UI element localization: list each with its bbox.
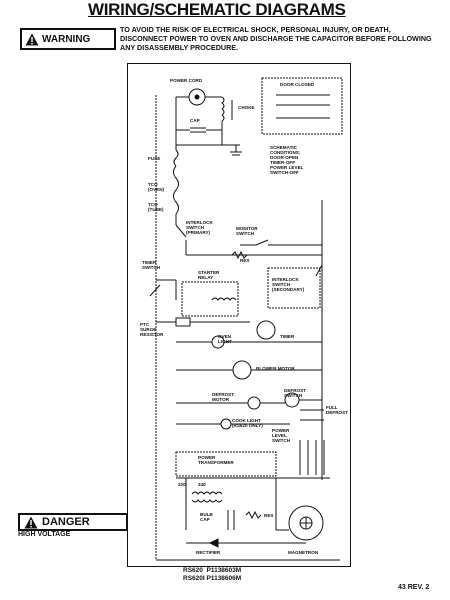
relay-coil-icon [211,297,237,301]
label-power-transformer: POWER TRANSFORMER [198,455,234,465]
label-choke: CHOKE [238,105,255,110]
model-numbers: RS620 P1138603M RS620I P1138606M [183,567,242,582]
door-closed-inset [261,77,343,135]
tco-tube-icon [173,189,179,215]
blower-motor-icon [232,360,252,380]
danger-triangle-icon [24,516,38,528]
resistor-icon [231,250,248,260]
label-oven-light: OVEN LIGHT [218,334,232,344]
label-interlock-primary: INTERLOCK SWITCH (PRIMARY) [186,220,213,235]
label-full-defrost: FULL DEFROST [326,405,348,415]
timer-switch-icon [149,284,161,297]
interlock-secondary-switch-icon [315,264,323,277]
label-defrost-switch: DEFROST SWITCH [284,388,306,398]
label-blower-motor: BLOWER MOTOR [256,366,295,371]
label-res: RES [240,258,250,263]
label-220: 220 [178,482,186,487]
label-magnetron: MAGNETRON [288,550,319,555]
timer-motor-icon [256,320,276,340]
danger-label: DANGER [42,516,90,528]
label-rectifier: RECTIFIER [196,550,221,555]
label-power-level-switch: POWER LEVEL SWITCH [272,428,291,443]
fuse-icon [173,149,179,167]
label-timer: TIMER [280,334,295,339]
defrost-motor-icon [247,396,261,410]
power-cord-plug-icon [176,88,222,106]
page-title: WIRING/SCHEMATIC DIAGRAMS [88,0,346,19]
page-number: 43 REV. 2 [398,584,430,591]
label-cook-light: COOK LIGHT (RS620 ONLY) [232,418,263,428]
choke-coil-icon [221,96,225,122]
label-schematic-conditions: SCHEMATIC CONDITIONS: DOOR-OPEN TIMER-OF… [270,145,304,175]
label-tco-oven: TCO (OVEN) [148,182,165,192]
label-res-2: RES [264,513,274,518]
monitor-switch-icon [255,239,269,246]
label-interlock-secondary: INTERLOCK SWITCH (SECONDARY) [272,277,305,292]
schematic-frame [127,63,351,567]
ground-icon [230,145,242,156]
rectifier-icon [186,538,240,548]
label-ptc-surge: PTC SURGE RESISTOR [140,322,164,337]
transformer-primary-coil-icon [191,491,223,495]
cap-icon [176,127,222,133]
starter-relay-box [181,281,239,317]
warning-badge: WARNING [20,28,116,50]
label-power-cord: POWER CORD [170,78,203,83]
high-voltage-label: HIGH VOLTAGE [18,531,71,538]
label-fuse: FUSE [148,156,161,161]
ptc-resistor-icon [175,317,191,327]
danger-badge: DANGER [18,513,128,531]
tco-oven-icon [173,165,179,191]
label-240: 240 [198,482,206,487]
interlock-primary-switch-icon [175,224,187,238]
warning-label: WARNING [42,33,91,45]
label-timer-switch: TIMER SWITCH [142,260,161,270]
warning-triangle-icon [25,33,39,45]
label-defrost-motor: DEFROST MOTOR [212,392,234,402]
label-starter-relay: STARTER RELAY [198,270,220,280]
label-bulb-cap: BULB CAP [200,512,213,522]
cook-light-icon [220,418,232,430]
label-door-closed: DOOR CLOSED [280,82,315,87]
power-transformer-box [175,451,277,477]
label-cap: CAP [190,118,200,123]
label-tco-tube: TCO (TUBE) [148,202,164,212]
warning-text: To avoid the risk of electrical shock, p… [120,25,432,52]
label-monitor-switch: MONITOR SWITCH [236,226,258,236]
magnetron-icon [288,505,324,541]
